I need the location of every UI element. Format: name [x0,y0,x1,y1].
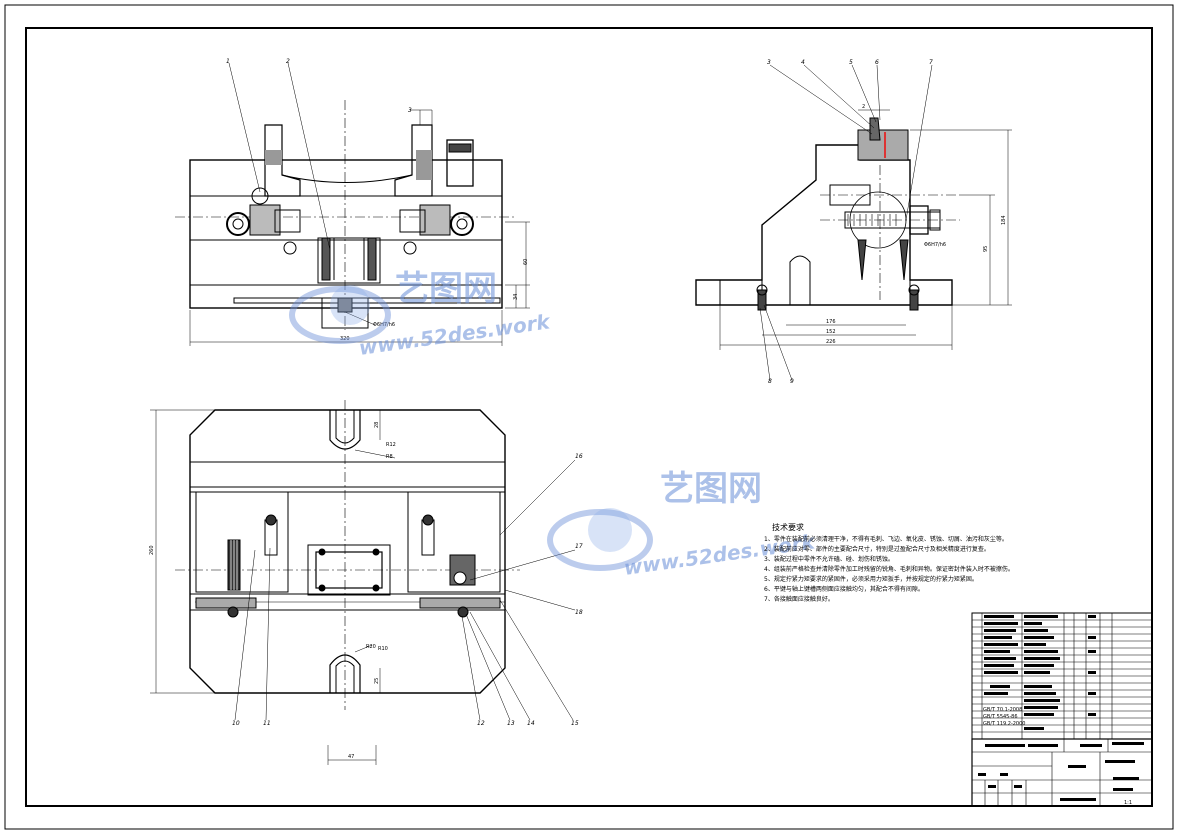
dim-top-height: 260 [149,545,155,555]
tech-req-line-4: 4、组装前严格检查并清除零件加工时残留的锐角、毛刺和异物。保证密封件装入时不被擦… [764,565,1014,573]
inner-border [25,27,1153,807]
balloon-10: 10 [232,720,240,727]
dim-side-w2: 152 [826,329,836,335]
side-view-labels: 3 4 5 6 7 8 9 184 95 176 152 226 Φ6H7/h6… [767,59,1007,385]
dim-top-bottom: 47 [348,754,354,760]
dim-top-d5: R10 [378,646,388,652]
top-view [150,400,576,765]
std-part-1: GB/T 70.1-2008 [983,707,1022,713]
technical-requirements: 技术要求 1、零件在装配前必须清理干净，不得有毛刺、飞边、氧化皮、锈蚀、切屑、油… [764,522,1014,603]
tech-req-title: 技术要求 [772,522,804,532]
tech-req-line-5: 5、规定拧紧力矩要求的紧固件，必须采用力矩扳手，并按规定的拧紧力矩紧固。 [764,575,978,583]
dim-top-d4: R20 [366,644,376,650]
tech-req-line-2: 2、装配前应对零、部件的主要配合尺寸，特别是过盈配合尺寸及相关精度进行复查。 [764,545,990,553]
side-view [695,64,1012,381]
balloon-11: 11 [263,720,271,727]
dim-front-width: 320 [340,336,350,342]
dim-side-w1: 176 [826,319,836,325]
balloon-3: 3 [408,107,412,114]
outer-border [4,4,1174,830]
tech-req-line-7: 7、各接触面应接触良好。 [764,595,834,603]
balloon-16: 16 [575,453,583,460]
balloon-18: 18 [575,609,583,616]
tech-req-line-6: 6、平键与轴上键槽两侧面应接触均匀，其配合不得有间隙。 [764,585,924,593]
balloon-side-3: 3 [767,59,771,66]
tech-req-line-3: 3、装配过程中零件不允许磕、碰、划伤和锈蚀。 [764,555,894,563]
dim-top-d6: 25 [374,678,380,684]
dim-top-d2: R8 [386,454,393,460]
balloon-15: 15 [571,720,579,727]
std-part-codes: GB/T 70.1-2008 GB/T 5545-86 GB/T 119.2-2… [983,707,1025,727]
dim-top-d3: 28 [374,422,380,428]
balloon-14: 14 [527,720,535,727]
front-view [175,62,530,346]
balloon-1: 1 [226,58,230,65]
balloon-side-5: 5 [849,59,853,66]
balloon-side-4: 4 [801,59,805,66]
fit-side: Φ6H7/h6 [924,242,946,248]
tech-req-line-1: 1、零件在装配前必须清理干净，不得有毛刺、飞边、氧化皮、锈蚀、切屑、油污和灰尘等… [764,535,1008,543]
dim-side-w3: 226 [826,339,836,345]
balloon-side-6: 6 [875,59,879,66]
dim-top-d1: R12 [386,442,396,448]
dim-side-s2: 2 [862,104,865,110]
std-part-3: GB/T 119.2-2000 [983,721,1025,727]
dim-front-h2: 34 [513,294,519,300]
dim-side-h2: 95 [983,246,989,252]
fit-front: Φ6H7/h6 [373,322,395,328]
balloon-13: 13 [507,720,515,727]
title-block [971,738,1153,807]
watermark-brand-2: 艺图网 [660,469,762,509]
dim-side-height: 184 [1001,215,1007,225]
balloon-side-9: 9 [790,378,794,385]
balloon-12: 12 [477,720,485,727]
balloon-17: 17 [575,543,583,550]
top-view-labels: 10 11 12 13 14 15 16 17 18 260 R12 R8 28… [149,422,583,760]
std-part-2: GB/T 5545-86 [983,714,1018,720]
balloon-side-8: 8 [768,378,772,385]
watermark-brand-1: 艺图网 [395,269,497,309]
balloon-2: 2 [286,58,290,65]
front-view-labels: 1 2 3 320 60 34 Φ6H7/h6 [226,58,529,342]
dim-front-h1: 60 [523,259,529,265]
title-block-tag: 1:1 [1124,800,1132,806]
balloon-side-7: 7 [929,59,933,66]
